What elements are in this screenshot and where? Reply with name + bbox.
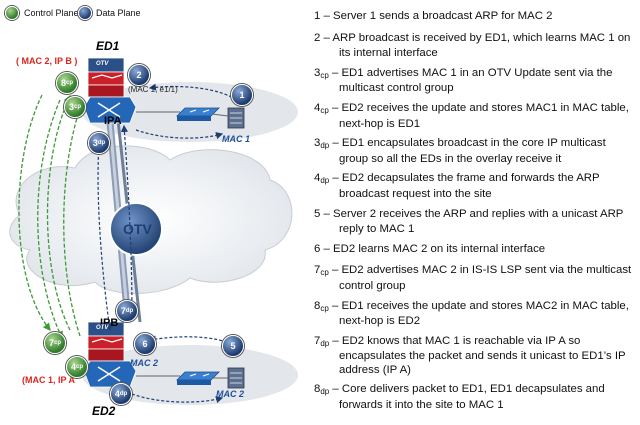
step-subscript: cp xyxy=(320,303,329,313)
step-text: – ED1 encapsulates broadcast in the core… xyxy=(329,137,606,165)
step-number: 6 xyxy=(314,242,321,255)
ipa-label: IPA xyxy=(104,115,122,127)
step-item: 8cp – ED1 receives the update and stores… xyxy=(314,300,636,329)
otv-hub xyxy=(109,202,163,256)
data-plane-legend-icon xyxy=(78,6,92,20)
step-number: 7 xyxy=(314,264,321,277)
step-text: – Core delivers packet to ED1, ED1 decap… xyxy=(329,383,605,412)
ed1-label: ED1 xyxy=(96,39,120,53)
ed2-mac2-label: MAC 2 xyxy=(130,358,159,368)
legend-data-label: Data Plane xyxy=(96,8,141,18)
step-text: – ED2 receives the update and stores MAC… xyxy=(328,101,629,130)
step-text: – ED2 decapsulates the frame and forward… xyxy=(329,172,600,200)
server2-icon xyxy=(227,367,245,389)
otv-diagram: Control Plane Data Plane ED1 ( MAC 2, IP… xyxy=(0,0,300,425)
control-plane-arrows xyxy=(18,94,84,340)
step-text: – ED1 advertises MAC 1 in an OTV Update … xyxy=(328,66,613,95)
mac1-label: MAC 1 xyxy=(222,134,251,144)
step-subscript: dp xyxy=(320,387,330,397)
step-number: 3 xyxy=(314,66,321,79)
step-subscript: dp xyxy=(320,338,330,348)
site1-switch xyxy=(176,107,220,121)
step-item: 2 – ARP broadcast is received by ED1, wh… xyxy=(314,32,636,61)
step-item: 1 – Server 1 sends a broadcast ARP for M… xyxy=(314,10,636,26)
step-text: – ARP broadcast is received by ED1, whic… xyxy=(320,31,631,60)
otv-hub-label: OTV xyxy=(123,221,152,237)
step-number: 7 xyxy=(314,334,321,347)
diagram-graphics xyxy=(9,57,298,405)
ipb-label: IPB xyxy=(100,317,119,329)
step-item: 4cp – ED2 receives the update and stores… xyxy=(314,102,636,131)
ed2-otv-label: OTV xyxy=(96,325,109,331)
step-2-badge: 2 xyxy=(128,64,150,86)
step-number: 8 xyxy=(314,299,321,312)
step-subscript: cp xyxy=(320,70,329,80)
mac1-e11-label: (MAC 1, e1/1) xyxy=(128,85,178,94)
ed2-label: ED2 xyxy=(92,404,116,418)
site2-switch xyxy=(176,371,220,385)
step-item: 3cp – ED1 advertises MAC 1 in an OTV Upd… xyxy=(314,67,636,96)
step-item: 7dp – ED2 knows that MAC 1 is reachable … xyxy=(314,335,636,378)
step-list: 1 – Server 1 sends a broadcast ARP for M… xyxy=(314,10,636,419)
step-1-badge: 1 xyxy=(231,84,253,106)
step-number: 1 xyxy=(314,10,321,22)
step-item: 7cp – ED2 advertises MAC 2 in IS-IS LSP … xyxy=(314,264,636,293)
mac2-site-label: MAC 2 xyxy=(216,389,245,399)
step-6-badge: 6 xyxy=(134,333,156,355)
mac2-ipb-label: ( MAC 2, IP B ) xyxy=(16,56,78,66)
step-text: – ED2 knows that MAC 1 is reachable via … xyxy=(329,334,626,376)
step-text: – ED1 receives the update and stores MAC… xyxy=(328,299,629,328)
step-number: 8 xyxy=(314,383,321,396)
step-item: 8dp – Core delivers packet to ED1, ED1 d… xyxy=(314,383,636,412)
step-number: 4 xyxy=(314,101,321,114)
step-text: – Server 1 sends a broadcast ARP for MAC… xyxy=(320,10,553,22)
step-text: – ED2 advertises MAC 2 in IS-IS LSP sent… xyxy=(328,264,632,292)
step-number: 3 xyxy=(314,137,321,150)
mac1-ipa-label: (MAC 1, IP A xyxy=(22,375,76,385)
step-item: 4dp – ED2 decapsulates the frame and for… xyxy=(314,172,636,201)
server1-icon xyxy=(227,107,245,129)
step-number: 2 xyxy=(314,31,321,44)
ed1-otv-label: OTV xyxy=(96,61,109,67)
step-item: 3dp – ED1 encapsulates broadcast in the … xyxy=(314,137,636,166)
step-item: 6 – ED2 learns MAC 2 on its internal int… xyxy=(314,243,636,259)
legend-control-label: Control Plane xyxy=(24,8,79,18)
step-number: 5 xyxy=(314,207,321,220)
step-5-badge: 5 xyxy=(222,335,244,357)
control-plane-legend-icon xyxy=(5,6,19,20)
step-subscript: dp xyxy=(320,176,330,186)
step-subscript: cp xyxy=(320,105,329,115)
step-text: – Server 2 receives the ARP and replies … xyxy=(320,207,624,236)
step-subscript: dp xyxy=(320,141,330,151)
step-subscript: cp xyxy=(320,268,329,278)
step-text: – ED2 learns MAC 2 on its internal inter… xyxy=(320,242,546,255)
step-item: 5 – Server 2 receives the ARP and replie… xyxy=(314,208,636,237)
step-number: 4 xyxy=(314,172,321,185)
